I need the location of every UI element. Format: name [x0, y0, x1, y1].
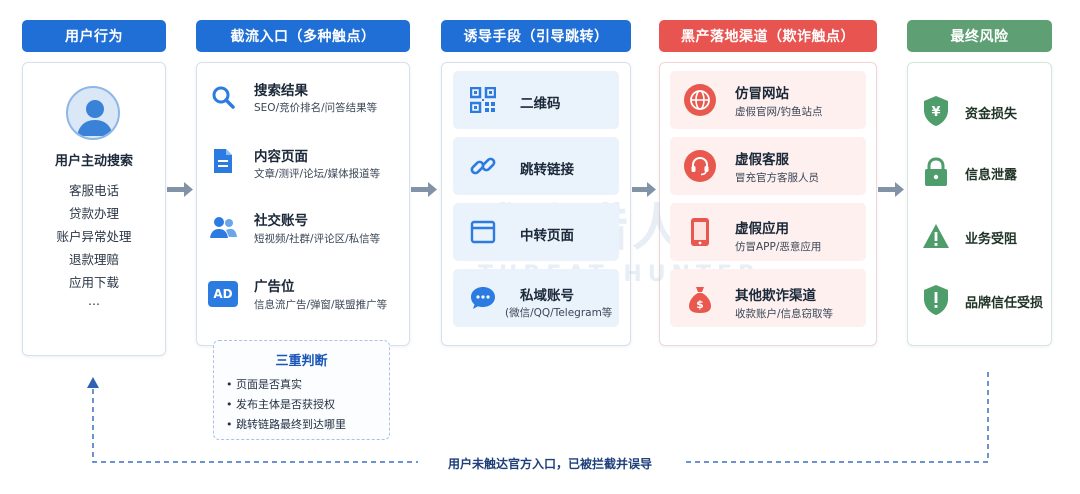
headset-icon	[684, 150, 716, 182]
fraud-sub: 虚假官网/钓鱼站点	[735, 106, 823, 118]
bullet: •	[226, 418, 236, 431]
entry-sub: 文章/测评/论坛/媒体报道等	[254, 168, 381, 180]
bullet: •	[226, 378, 236, 391]
lure-label: 私域账号	[520, 288, 574, 304]
user-item: 贷款办理	[68, 206, 119, 221]
risk-label: 业务受阻	[965, 232, 1018, 247]
shield-yen-icon: ¥	[920, 94, 952, 128]
judge-item-label: 发布主体是否获授权	[236, 398, 335, 411]
globe-icon	[684, 84, 716, 116]
fraud-title: 虚假客服	[735, 152, 789, 168]
user-avatar-icon	[66, 86, 120, 140]
entry-title: 搜索结果	[254, 83, 308, 99]
fraud-title: 其他欺诈渠道	[735, 288, 816, 304]
risk-label: 品牌信任受损	[965, 296, 1044, 311]
link-icon	[468, 151, 498, 181]
user-item: 应用下载	[68, 275, 119, 290]
qrcode-icon	[468, 85, 498, 115]
lure-item	[453, 137, 619, 195]
entry-sub: 信息流广告/弹窗/联盟推广等	[254, 299, 388, 311]
judge-box	[213, 340, 390, 440]
lure-item	[453, 203, 619, 261]
users-icon	[208, 212, 238, 242]
header-user-behavior: 用户行为	[22, 20, 166, 52]
header-final-risk: 最终风险	[907, 20, 1052, 52]
shield-alert-icon	[920, 283, 952, 317]
entry-sub: 短视频/社群/评论区/私信等	[254, 233, 381, 245]
judge-title: 三重判断	[275, 354, 328, 369]
ad-icon-text: AD	[208, 281, 238, 307]
entry-sub: SEO/竞价排名/问答结果等	[254, 102, 378, 114]
lure-label: 二维码	[520, 96, 561, 112]
lure-label: 中转页面	[520, 228, 574, 244]
judge-item-label: 页面是否真实	[236, 378, 302, 391]
bullet: •	[226, 398, 236, 411]
entry-title: 社交账号	[254, 213, 308, 229]
money-bag-icon: $	[684, 284, 716, 316]
user-item: 客服电话	[68, 183, 119, 198]
header-entry-points: 截流入口（多种触点）	[196, 20, 410, 52]
lock-icon	[920, 155, 952, 189]
user-item: 账户异常处理	[56, 229, 132, 244]
lure-label: 跳转链接	[520, 162, 574, 178]
phone-icon	[684, 216, 716, 248]
risk-label: 信息泄露	[965, 168, 1018, 183]
judge-item-label: 跳转链路最终到达哪里	[236, 418, 346, 431]
lure-item	[453, 71, 619, 129]
fraud-sub: 仿冒APP/恶意应用	[735, 241, 822, 253]
warning-icon	[920, 220, 952, 252]
fraud-title: 虚假应用	[735, 221, 789, 237]
judge-item: • 页面是否真实	[226, 376, 302, 392]
entry-title: 内容页面	[254, 149, 308, 165]
header-lure-methods: 诱导手段（引导跳转）	[441, 20, 631, 52]
judge-item: • 发布主体是否获授权	[226, 396, 335, 412]
entry-title: 广告位	[254, 279, 295, 295]
feedback-loop-label: 用户未触达官方入口，已被拦截并误导	[418, 455, 682, 472]
ad-icon: AD	[208, 279, 238, 309]
browser-window-icon	[468, 217, 498, 247]
fraud-sub: 冒充官方客服人员	[735, 172, 819, 184]
chat-bubble-icon	[468, 283, 498, 313]
fraud-sub: 收款账户/信息窃取等	[735, 308, 834, 320]
user-search-title: 用户主动搜索	[54, 154, 133, 169]
risk-label: 资金损失	[965, 107, 1018, 122]
user-item: 退款理赔	[68, 252, 119, 267]
header-fraud-channels: 黑产落地渠道（欺诈触点）	[659, 20, 877, 52]
document-icon	[208, 146, 238, 176]
svg-text:¥: ¥	[931, 105, 940, 120]
judge-item: • 跳转链路最终到达哪里	[226, 416, 346, 432]
lure-sub: (微信/QQ/Telegram等	[505, 307, 613, 319]
user-item-ellipsis: ...	[88, 293, 100, 308]
fraud-title: 仿冒网站	[735, 86, 789, 102]
svg-text:$: $	[696, 298, 704, 311]
search-icon	[208, 82, 238, 112]
